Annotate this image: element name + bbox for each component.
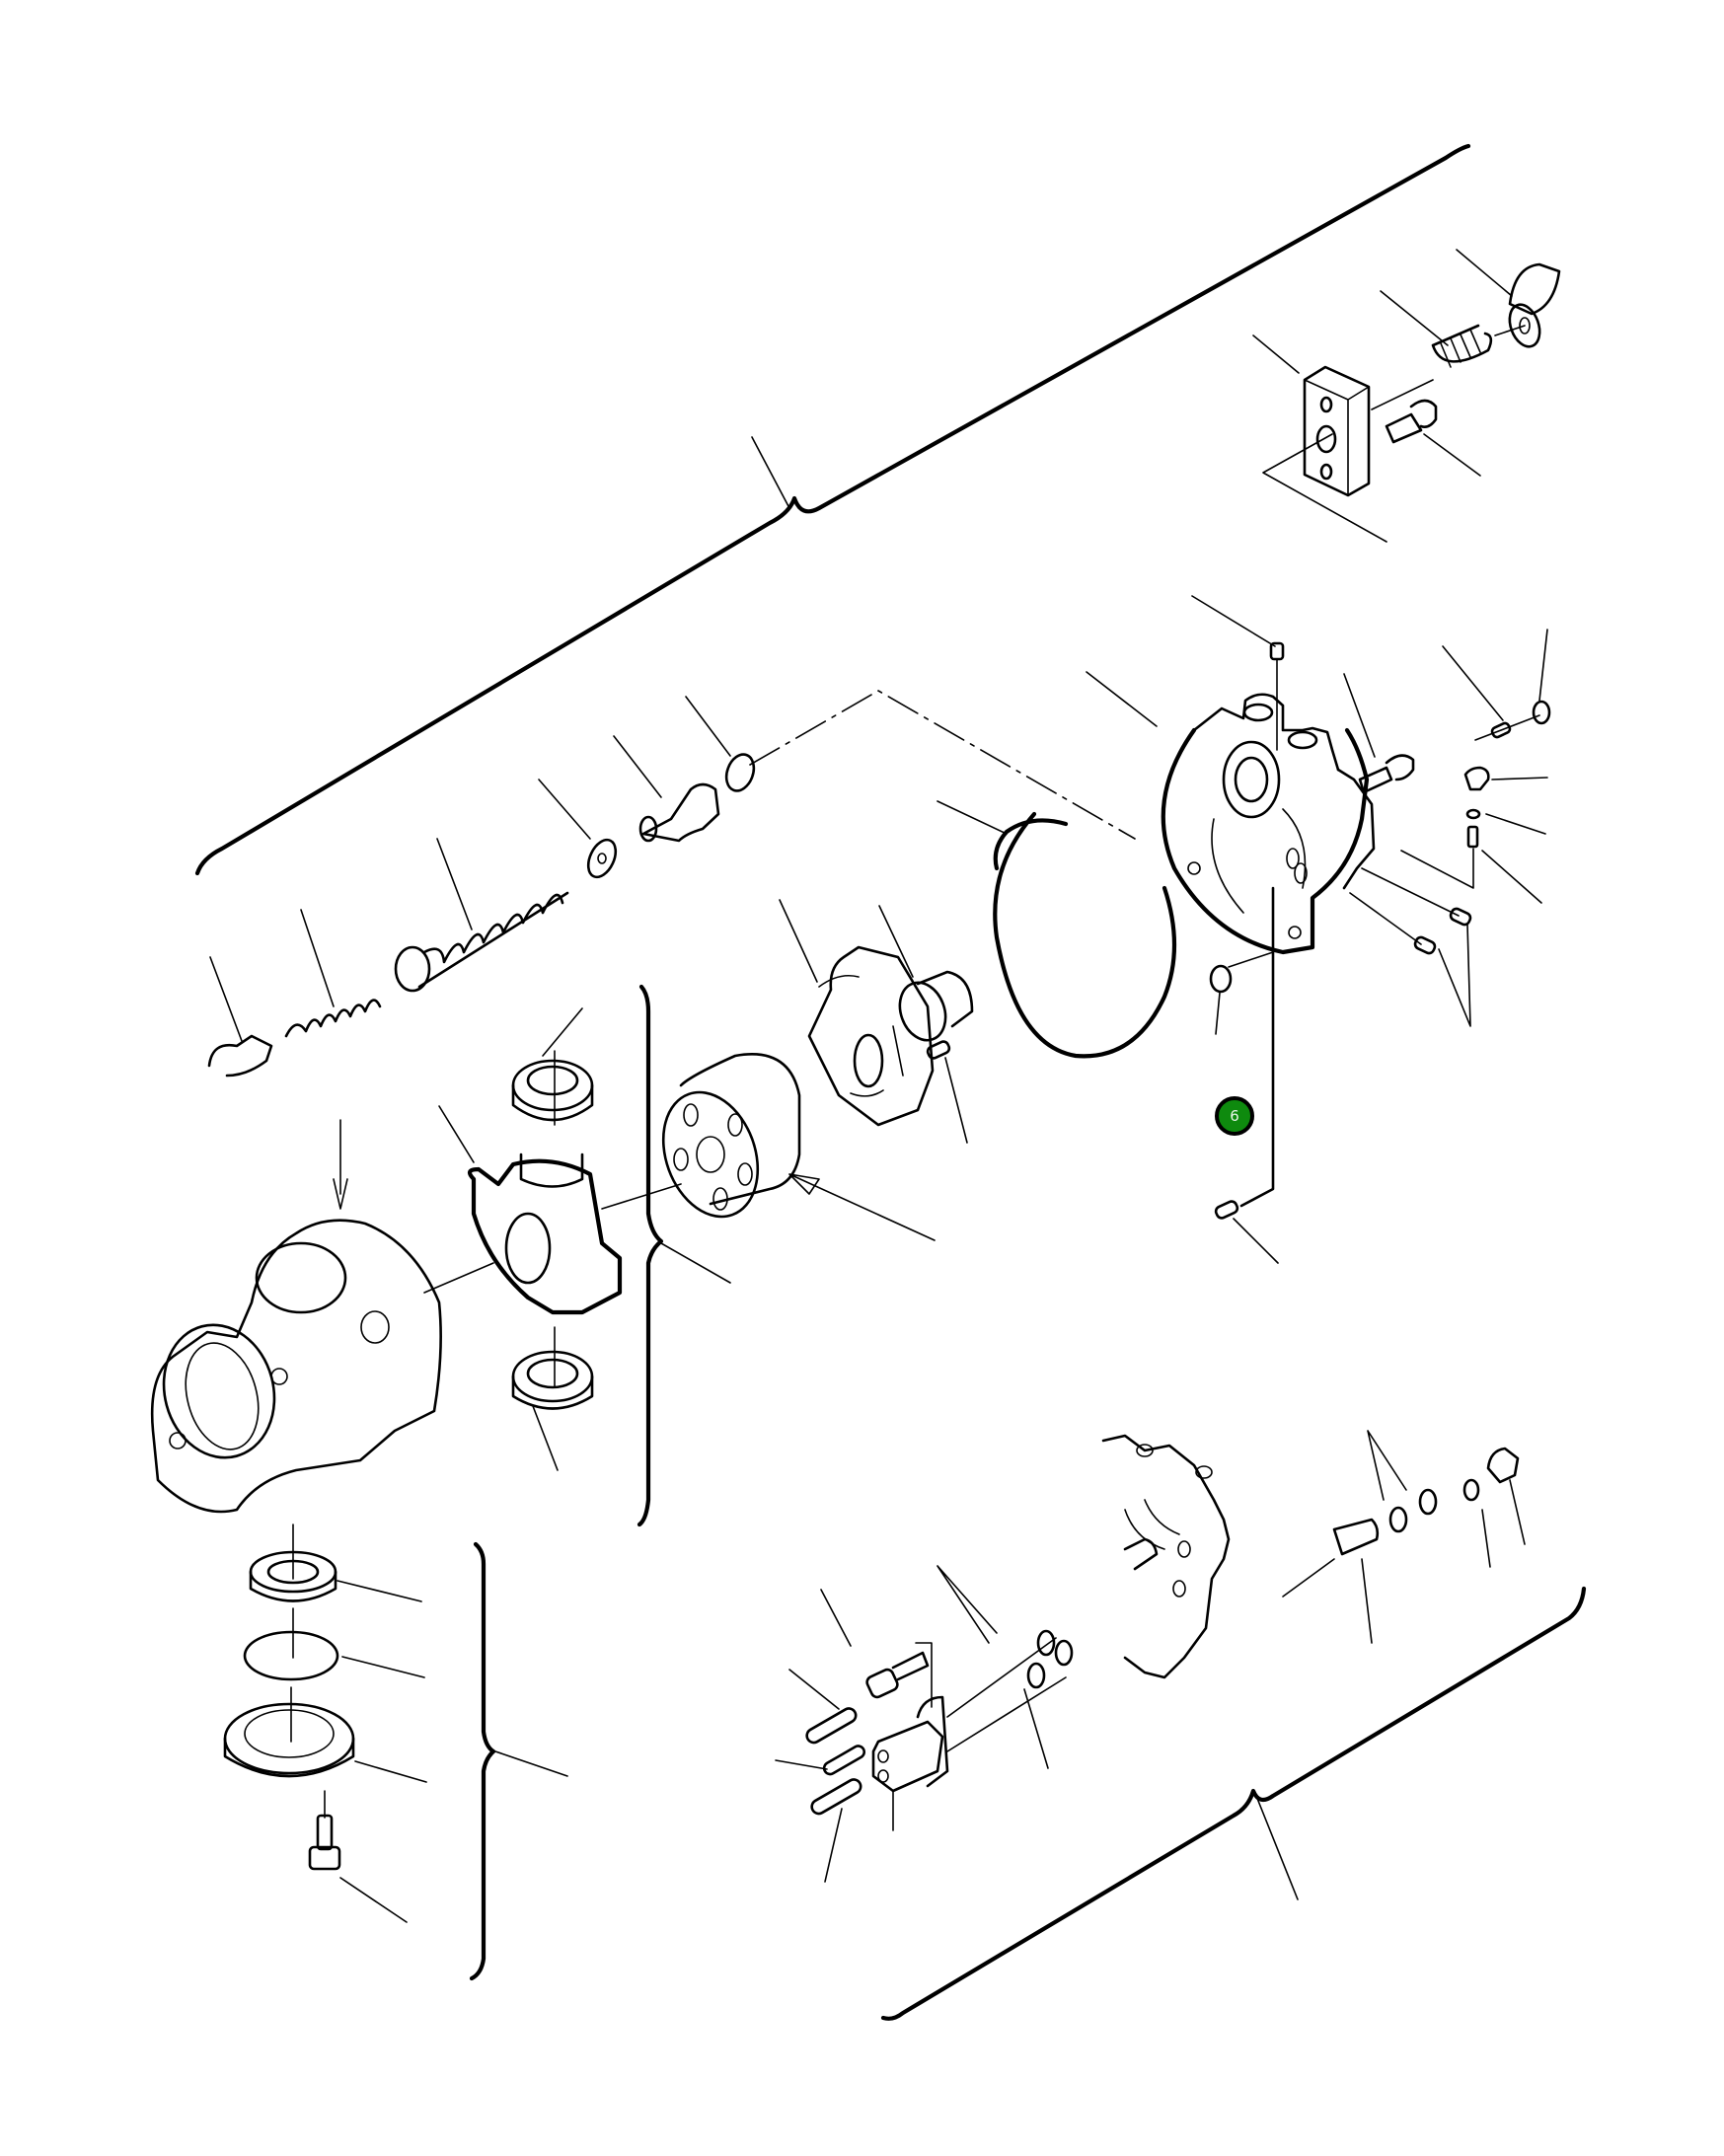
plate-bolt (1385, 399, 1481, 477)
seal-flange (223, 1686, 427, 1783)
seal-o-ring (243, 1607, 425, 1681)
servo-housing (1101, 1434, 1231, 1679)
flange-bolt (308, 1790, 408, 1923)
large-o-ring (937, 800, 1177, 1059)
cylinder-block (661, 1053, 936, 1241)
cap-nut (1456, 249, 1561, 348)
plug-washer-stack (1400, 766, 1548, 904)
servo-rings (937, 1565, 1074, 1769)
center-vertical-bracket (637, 984, 731, 1527)
lower-left-bracket (469, 1541, 568, 1981)
servo-bolt (820, 1589, 933, 1708)
valve-washer (538, 779, 618, 879)
valve-seat (613, 735, 720, 843)
plug-top (1269, 641, 1285, 751)
set-screws (1349, 867, 1472, 1027)
upper-bracket (194, 143, 1471, 876)
servo-piston-block (871, 1637, 1067, 1831)
small-spring (284, 909, 382, 1038)
callout-leader (1214, 886, 1279, 1264)
lower-bracket (880, 1586, 1587, 2021)
end-plate-block (1252, 335, 1387, 543)
servo-cap-nut (1486, 1447, 1526, 1545)
servo-washers (1367, 1430, 1491, 1568)
large-spring (394, 838, 569, 993)
valve-poppet (207, 956, 273, 1078)
end-cover (1086, 595, 1376, 955)
pump-housing (150, 1119, 442, 1514)
servo-pins (775, 1669, 866, 1883)
end-cover-bolt (1343, 673, 1415, 794)
valve-o-ring (685, 690, 1136, 840)
needle-bearing (878, 905, 974, 1042)
adjusting-spring (1371, 290, 1493, 410)
small-orifice (1442, 629, 1551, 741)
servo-spool (1123, 1518, 1380, 1644)
upper-bearing (511, 1007, 594, 1126)
swash-trunnion (423, 1105, 682, 1315)
seal-retainer (249, 1524, 422, 1602)
valve-plate (779, 899, 935, 1127)
part-callout-6[interactable]: 6 (1215, 1096, 1254, 1136)
lower-bearing (511, 1326, 594, 1471)
callout-label: 6 (1230, 1107, 1239, 1125)
dowel-pin (926, 1040, 968, 1144)
o-ring-small (1209, 951, 1274, 1035)
